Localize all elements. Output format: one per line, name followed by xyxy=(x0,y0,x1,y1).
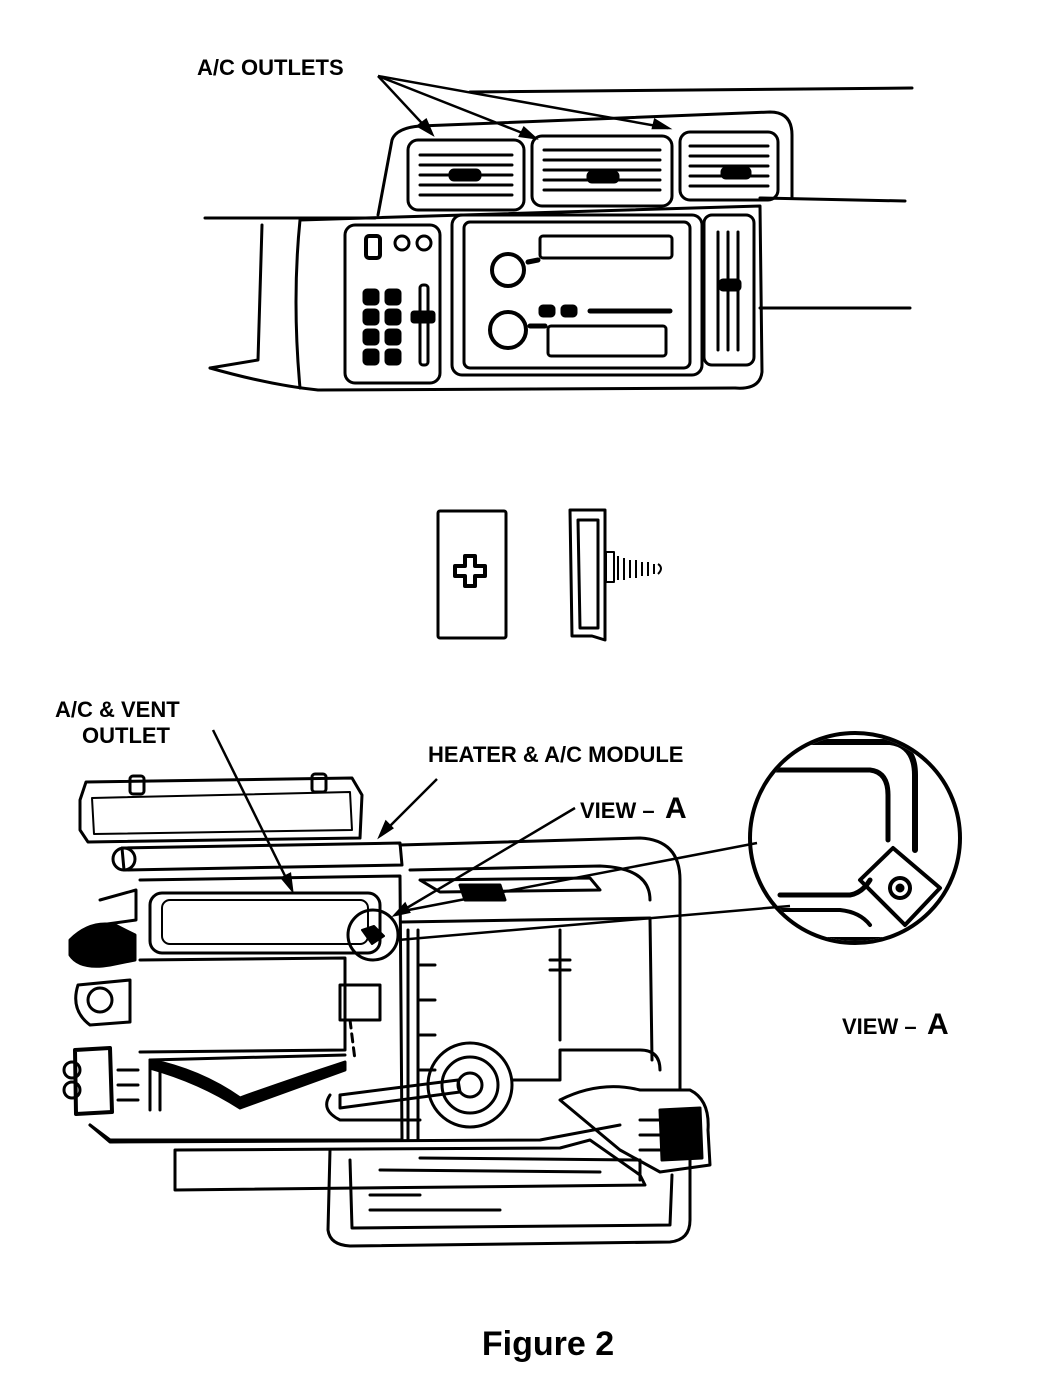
clip-side-view xyxy=(568,508,607,642)
view-a-letter-top: A xyxy=(665,792,687,825)
view-a-prefix-side: VIEW – xyxy=(842,1014,917,1039)
view-a-label-top: VIEW – A xyxy=(580,792,687,825)
radio-unit xyxy=(450,213,704,377)
figure-caption: Figure 2 xyxy=(482,1325,614,1363)
ac-outlets-label: A/C OUTLETS xyxy=(197,55,344,80)
ac-outlet-right xyxy=(678,130,780,202)
view-a-label-side: VIEW – A xyxy=(842,1008,949,1041)
view-a-magnified-detail xyxy=(748,731,962,945)
blend-door xyxy=(148,1058,347,1110)
view-a-callout-circle xyxy=(346,908,400,962)
instrument-panel xyxy=(203,86,914,392)
clip-front-view xyxy=(436,509,508,640)
retainer-tab xyxy=(858,846,942,927)
view-a-prefix-top: VIEW – xyxy=(580,798,655,823)
screw-icon xyxy=(605,551,662,583)
ac-outlets-leaders xyxy=(377,74,673,140)
climate-control-head xyxy=(343,223,442,385)
retainer-clip-detail xyxy=(436,508,662,642)
cross-icon xyxy=(453,554,487,588)
module-leaders xyxy=(211,729,791,942)
heater-ac-module xyxy=(62,772,712,1248)
ac-outlet-center xyxy=(530,134,674,208)
ac-outlet-left xyxy=(406,138,526,212)
view-a-letter-side: A xyxy=(927,1008,949,1041)
ac-vent-outlet-label-line2: OUTLET xyxy=(82,723,171,748)
heater-module-label: HEATER & A/C MODULE xyxy=(428,742,683,767)
side-ac-outlet xyxy=(702,213,756,367)
ac-vent-outlet-label-line1: A/C & VENT xyxy=(55,697,180,722)
